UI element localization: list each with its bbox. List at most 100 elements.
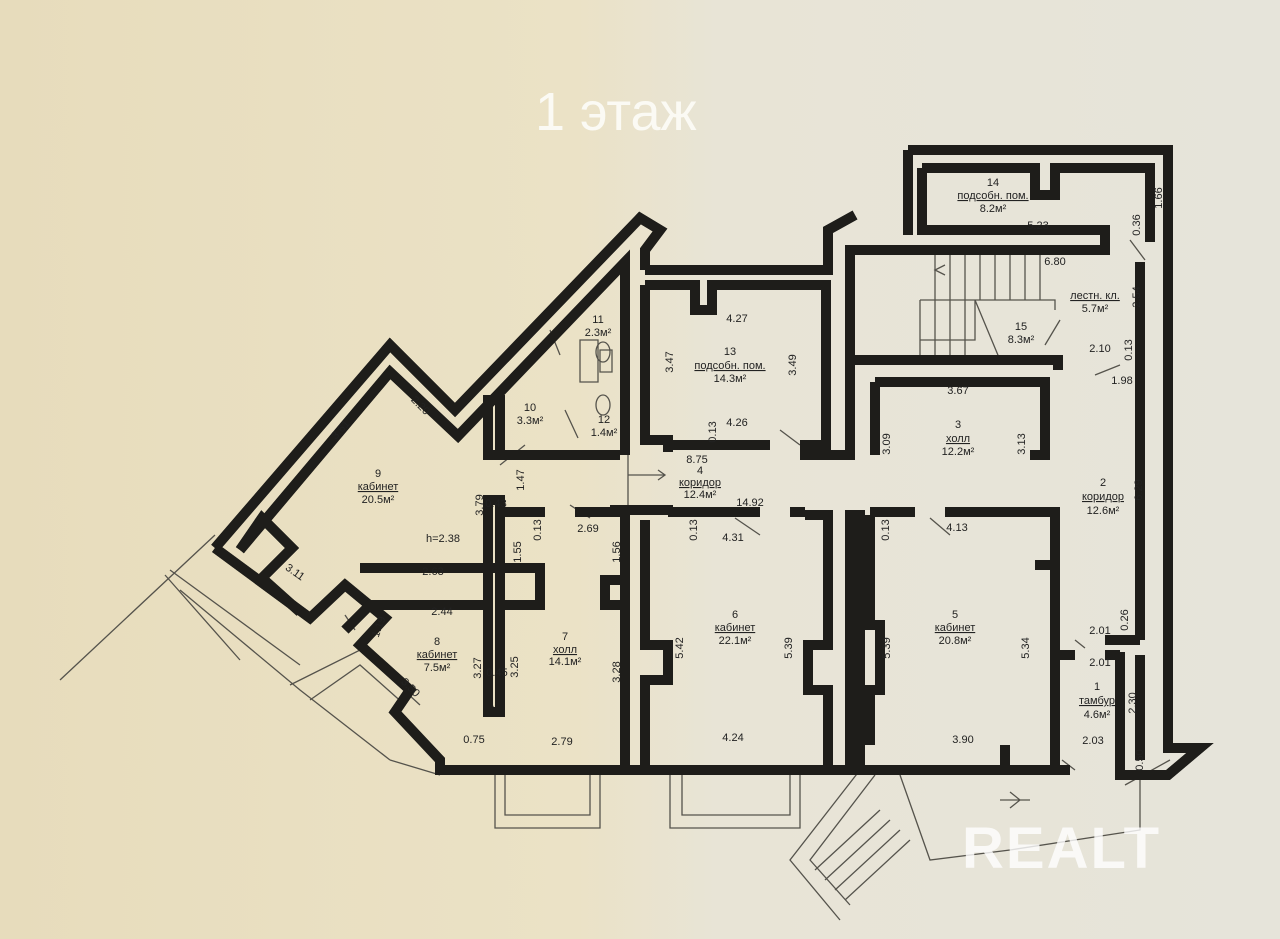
room-6: 6 кабинет 22.1м² [715,609,755,647]
dimension: 1.47 [515,469,527,490]
room-number: 9 [375,468,381,480]
room-8: 8 кабинет 7.5м² [417,636,457,674]
dimension: 2.54 [1131,286,1143,307]
dimension: 1.66 [1153,187,1165,208]
dimension: 3.27 [472,657,484,678]
room-number: 12 [598,414,610,426]
balconies-and-stairs [59,239,1171,921]
room-number: 8 [434,636,440,648]
dimension: 0.13 [880,519,892,540]
dimension: 5.39 [881,637,893,658]
room-number: 14 [987,177,999,189]
dimension: 4.31 [722,532,743,544]
dimension: 3.90 [952,734,973,746]
dimension: 2.10 [1089,343,1110,355]
dimension: 0.13 [532,519,544,540]
room-area: 1.4м² [591,427,618,439]
dimension: 2.01 [1089,625,1110,637]
dimension: 4.27 [726,313,747,325]
dimension: 0.36 [1131,214,1143,235]
room-number: 3 [955,419,961,431]
dimension: 2.69 [577,523,598,535]
dimension: 5.23 [1027,220,1048,232]
dimension: 5.34 [1020,637,1032,658]
dimension: 3.67 [947,385,968,397]
room-5: 5 кабинет 20.8м² [935,609,975,647]
dimension: 2.01 [1089,657,1110,669]
room-area: 22.1м² [719,635,752,647]
room-area: 12.4м² [684,489,717,501]
dimension: 3.25 [509,656,521,677]
room-14: 14 подсобн. пом. 8.2м² [957,177,1028,215]
room-number: 13 [724,346,736,358]
room-11: 11 2.3м² [585,314,612,339]
room-area: 8.2м² [980,203,1007,215]
dimension: 6.29 [1133,479,1145,500]
dimension: 3.09 [881,433,893,454]
room-area: 14.1м² [549,656,582,668]
room-3: 3 холл 12.2м² [942,419,975,458]
room-number: 4 [697,465,703,477]
dimension: 2.44 [431,606,452,618]
dimension: 0.75 [463,734,484,746]
room-13: 13 подсобн. пом. 14.3м² [694,346,765,385]
dimension: 6.80 [1044,256,1065,268]
dimension: 1.98 [1111,375,1132,387]
dimension: 8.75 [686,454,707,466]
dimension: 4.13 [946,522,967,534]
room-number: 11 [592,314,603,326]
dimension: 1.55 [512,541,524,562]
room-15: 15 8.3м² [1008,321,1035,346]
dimension: 3.79 [474,494,486,515]
dimension: 3.11 [283,562,307,584]
dimension: 14.92 [736,497,764,509]
dimension-labels: 3.61 2.20 3.11 3.79 1.47 0.43 0.13 2.69 … [283,187,1165,770]
room-area: 2.3м² [585,327,612,339]
room-12: 12 1.4м² [591,414,618,439]
ceiling-height: h=2.38 [426,533,460,545]
dimension: 0.45 [486,667,507,679]
dimension: 3.49 [787,354,799,375]
room-name: холл [946,433,970,445]
floor-title: 1 этаж [535,82,697,142]
dimension: 0.13 [707,421,719,442]
room-area: 7.5м² [424,662,451,674]
room-name: холл [553,644,577,656]
dimension: 1.56 [611,541,623,562]
stairwell: лестн. кл. 5.7м² [1070,290,1120,315]
room-area: 8.3м² [1008,334,1035,346]
dimension: 2.30 [1127,692,1139,713]
dimension: 0.43 [485,498,506,510]
room-area: 14.3м² [714,373,747,385]
room-name: коридор [1082,491,1124,503]
room-number: 5 [952,609,958,621]
dimension: 5.39 [783,637,795,658]
room-area: 20.8м² [939,635,972,647]
dimension: 0.13 [688,519,700,540]
room-area: 5.7м² [1082,303,1109,315]
room-name: кабинет [358,481,398,493]
room-number: 15 [1015,321,1027,333]
room-number: 2 [1100,477,1106,489]
room-name: кабинет [935,622,975,634]
dimension: 2.03 [1082,735,1103,747]
room-10: 10 3.3м² [517,402,544,427]
room-name: подсобн. пом. [957,190,1028,202]
dimension: 3.13 [1016,433,1028,454]
room-name: кабинет [715,622,755,634]
room-number: 10 [524,402,536,414]
room-area: 12.2м² [942,446,975,458]
dimension: 3.28 [611,661,623,682]
room-4: 4 коридор 12.4м² [679,465,721,501]
room-name: коридор [679,477,721,489]
dimension: 2.63 [422,566,443,578]
dimension: 3.47 [664,351,676,372]
room-number: 7 [562,631,568,643]
dimension: 0.13 [1123,339,1135,360]
room-labels: 1 тамбур 4.6м² 2 коридор 12.6м² 3 холл 1… [358,177,1124,721]
room-name: лестн. кл. [1070,290,1120,302]
room-area: 4.6м² [1084,709,1111,721]
room-9: 9 кабинет 20.5м² [358,468,398,506]
realt-watermark: REALT [962,816,1161,881]
